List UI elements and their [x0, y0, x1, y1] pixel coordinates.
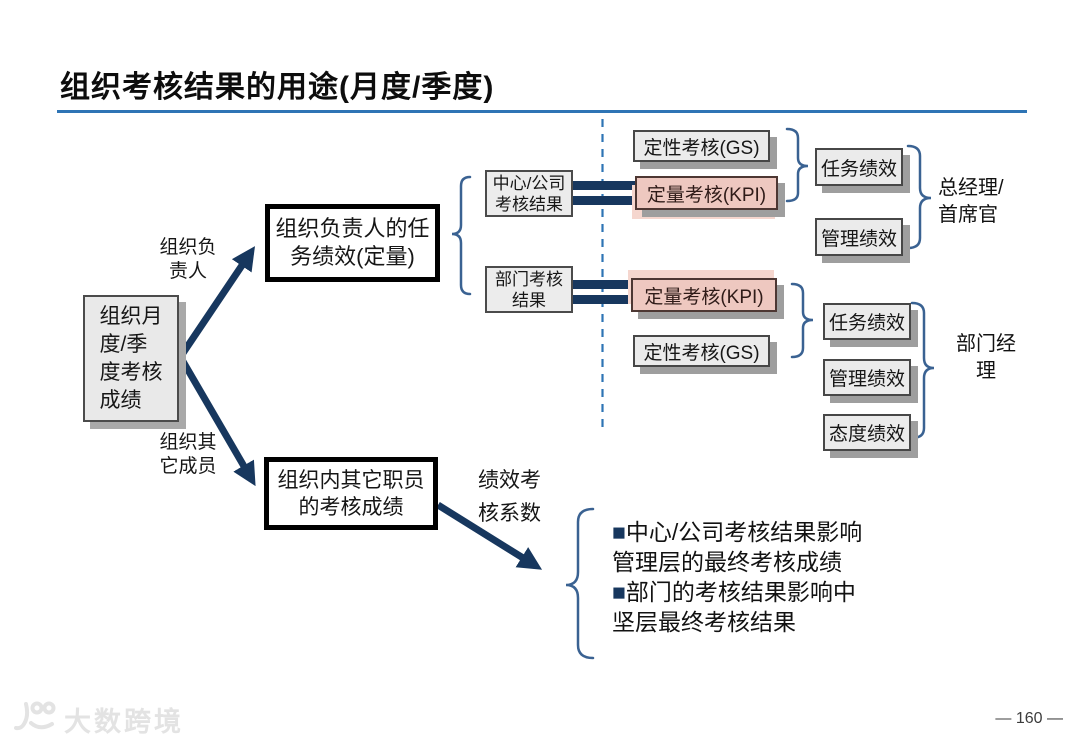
watermark-text: 大数跨境 — [64, 706, 184, 737]
management-performance-box-top: 管理绩效 — [815, 218, 903, 256]
management-performance-box-bottom: 管理绩效 — [823, 359, 911, 396]
brace-left-results — [451, 175, 472, 296]
center-company-result-box: 中心/公司 考核结果 — [485, 170, 573, 217]
bullet-square-icon: ■ — [612, 519, 626, 545]
bullet-square-icon: ■ — [612, 579, 626, 605]
role-label-general-manager: 总经理/ 首席官 — [938, 177, 1004, 226]
connector-bar — [573, 295, 633, 304]
quantitative-kpi-box-top: 定量考核(KPI) — [635, 176, 778, 210]
brace-notes — [565, 507, 595, 660]
source-node-monthly-score: 组织月 度/季 度考核 成绩 — [83, 295, 179, 422]
arrow-to-leader-box — [178, 246, 255, 358]
brace-bottom-kpi-group — [790, 282, 814, 359]
branch-label-other-members: 组织其 它成员 — [159, 432, 217, 477]
attitude-performance-box: 态度绩效 — [823, 414, 911, 451]
quantitative-kpi-box-bottom: 定量考核(KPI) — [631, 278, 777, 312]
title-underline — [57, 110, 1027, 113]
brace-top-kpi-group — [785, 127, 809, 203]
brand-logo-icon — [14, 701, 56, 731]
connector-bar — [573, 280, 633, 289]
role-label-department-manager: 部门经 理 — [956, 333, 1016, 382]
brace-bottom-role — [910, 301, 935, 440]
page-title: 组织考核结果的用途(月度/季度) — [60, 71, 495, 104]
page-number: — 160 — — [995, 710, 1063, 727]
task-performance-box-top: 任务绩效 — [815, 148, 903, 186]
note-text: 中心/公司考核结果影响 管理层的最终考核成绩 — [612, 519, 863, 575]
qualitative-gs-box-top: 定性考核(GS) — [633, 130, 770, 162]
department-result-box: 部门考核 结果 — [485, 266, 573, 313]
arrow-to-others-box — [177, 356, 256, 487]
other-staff-score-box: 组织内其它职员 的考核成绩 — [264, 457, 438, 530]
task-performance-box-bottom: 任务绩效 — [823, 303, 911, 340]
note-text: 部门的考核结果影响中 坚层最终考核结果 — [612, 579, 856, 635]
performance-coefficient-label: 绩效考 核系数 — [478, 469, 541, 525]
arrow-to-notes — [436, 502, 543, 570]
leader-task-performance-box: 组织负责人的任 务绩效(定量) — [265, 204, 440, 282]
notes-list: ■中心/公司考核结果影响 管理层的最终考核成绩 ■部门的考核结果影响中 坚层最终… — [612, 517, 946, 637]
note-item: ■中心/公司考核结果影响 管理层的最终考核成绩 — [612, 517, 946, 577]
connector-bar — [573, 181, 637, 190]
brace-top-role — [906, 144, 932, 250]
note-item: ■部门的考核结果影响中 坚层最终考核结果 — [612, 577, 946, 637]
qualitative-gs-box-bottom: 定性考核(GS) — [633, 335, 770, 367]
connector-bar — [573, 196, 637, 205]
brand-watermark: 大数跨境 — [14, 698, 184, 740]
branch-label-leader: 组织负 责人 — [159, 237, 217, 282]
